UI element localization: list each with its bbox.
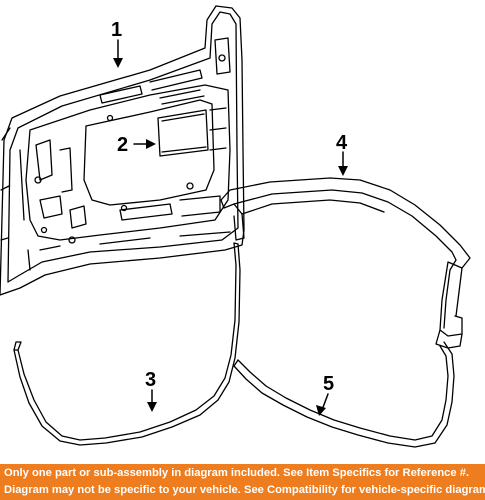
callout-4: 4 bbox=[336, 132, 348, 154]
door-opening-weatherstrip-rear bbox=[233, 341, 455, 448]
door-opening-weatherstrip-front bbox=[13, 242, 241, 446]
disclaimer-line-2: Diagram may not be specific to your vehi… bbox=[4, 484, 485, 496]
door-inner-panel bbox=[0, 5, 245, 296]
callout-1: 1 bbox=[111, 19, 122, 41]
disclaimer-line-1: Only one part or sub-assembly in diagram… bbox=[4, 467, 470, 479]
door-label-pad bbox=[157, 109, 209, 157]
callout-3: 3 bbox=[145, 369, 156, 391]
parts-diagram: 1 2 4 3 5 bbox=[0, 5, 471, 448]
upper-frame-weatherstrip bbox=[220, 177, 471, 349]
callout-5: 5 bbox=[323, 373, 334, 395]
disclaimer-banner: Only one part or sub-assembly in diagram… bbox=[0, 464, 485, 500]
callout-2: 2 bbox=[117, 134, 128, 156]
